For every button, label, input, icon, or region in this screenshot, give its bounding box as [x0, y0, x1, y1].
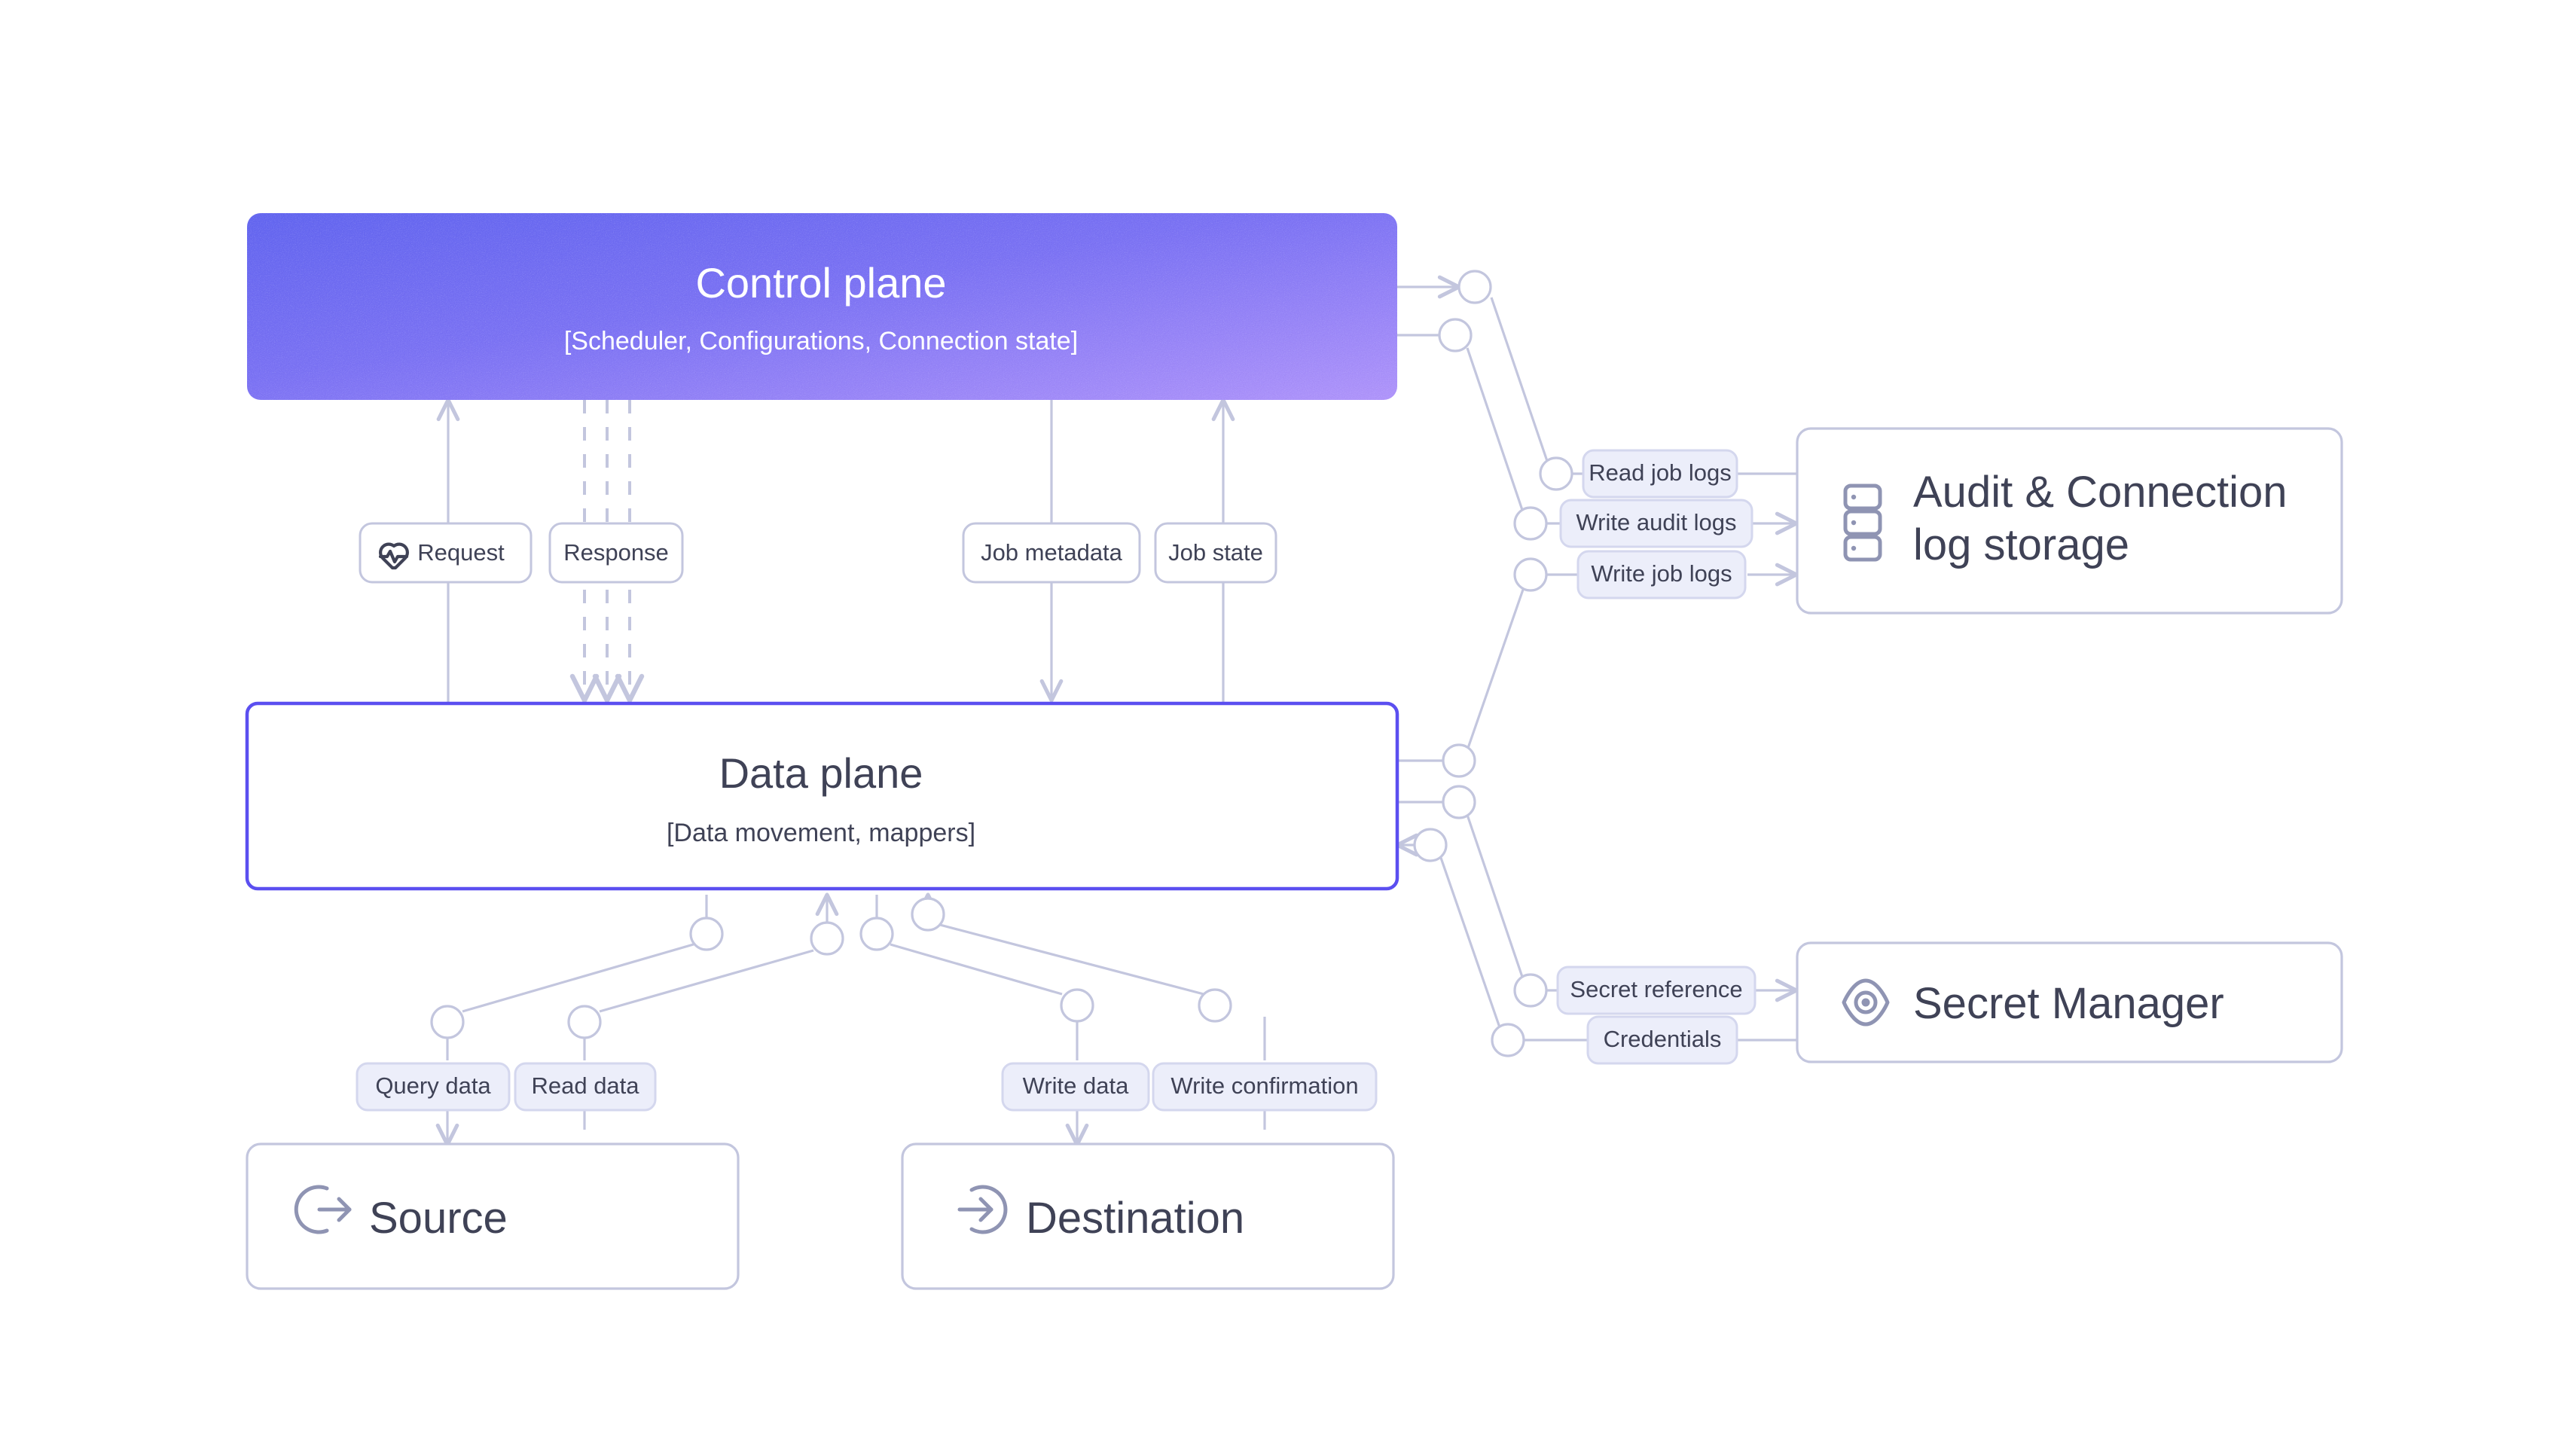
chip-read-job-logs-box — [1582, 449, 1738, 499]
source-box — [246, 1142, 740, 1290]
audit-log-storage-box — [1796, 427, 2343, 615]
joint-query-data — [430, 1005, 465, 1039]
chip-job-metadata[interactable]: Job metadata — [962, 522, 1141, 584]
node-source[interactable]: Source — [246, 1142, 740, 1290]
connector-joints — [430, 270, 1573, 1057]
data-plane-subtitle: [Data movement, mappers] — [667, 819, 975, 847]
chip-credentials-label: Credentials — [1604, 1026, 1722, 1052]
control-plane-title: Control plane — [695, 259, 946, 307]
audit-log-storage-title-line2: log storage — [1913, 520, 2129, 569]
chip-credentials[interactable]: Credentials — [1586, 1015, 1738, 1065]
chip-read-job-logs-label: Read job logs — [1589, 459, 1732, 486]
control-plane-subtitle: [Scheduler, Configurations, Connection s… — [564, 327, 1078, 355]
joint-write-data — [1060, 988, 1094, 1023]
node-control-plane[interactable]: Control plane [Scheduler, Configurations… — [247, 213, 1397, 400]
chip-write-data-box — [1001, 1062, 1150, 1112]
chip-read-data[interactable]: Read data — [514, 1062, 657, 1112]
chip-write-job-logs[interactable]: Write job logs — [1576, 550, 1747, 599]
chip-query-data[interactable]: Query data — [356, 1062, 511, 1112]
server-stack-icon — [1843, 484, 1882, 562]
secret-manager-title: Secret Manager — [1913, 979, 2224, 1028]
chip-credentials-box — [1586, 1015, 1738, 1065]
node-secret-manager[interactable]: Secret Manager — [1796, 941, 2343, 1063]
log-out-icon — [294, 1185, 352, 1234]
chip-request-box — [359, 522, 533, 584]
edge-read-job-logs — [1397, 275, 1587, 475]
joint-write-confirmation — [1198, 988, 1232, 1023]
joint-dp-credentials — [1413, 828, 1448, 862]
chip-secret-reference[interactable]: Secret reference — [1556, 966, 1757, 1015]
chip-job-state-label: Job state — [1168, 539, 1263, 566]
data-plane-title: Data plane — [719, 749, 923, 797]
edge-write-job-logs — [1397, 563, 1799, 762]
edge-credentials — [1395, 833, 1796, 1042]
chip-write-data-label: Write data — [1023, 1072, 1129, 1099]
chip-write-job-logs-label: Write job logs — [1591, 560, 1732, 587]
chip-response-label: Response — [563, 539, 669, 566]
chip-write-audit-logs-box — [1559, 499, 1753, 548]
data-plane-box — [245, 701, 1399, 891]
joint-write-confirmation-top — [911, 897, 945, 932]
chip-response[interactable]: Response — [548, 522, 684, 584]
chip-job-metadata-label: Job metadata — [981, 539, 1123, 566]
joint-write-audit-logs — [1513, 506, 1548, 541]
chip-response-box — [548, 522, 684, 584]
chip-job-state-box — [1154, 522, 1277, 584]
chip-write-job-logs-box — [1576, 550, 1747, 599]
chip-write-audit-logs-label: Write audit logs — [1576, 509, 1736, 535]
chip-query-data-label: Query data — [375, 1072, 491, 1099]
joint-read-data — [567, 1005, 602, 1039]
chip-secret-reference-label: Secret reference — [1570, 976, 1742, 1002]
heart-pulse-icon — [378, 542, 409, 570]
edge-write-confirmation — [916, 892, 1266, 1130]
secret-manager-box — [1796, 941, 2343, 1063]
eye-target-icon — [1842, 978, 1890, 1027]
joint-write-data-top — [859, 917, 894, 951]
joint-dp-write-job-logs — [1442, 743, 1476, 778]
destination-box — [901, 1142, 1395, 1290]
node-data-plane[interactable]: Data plane [Data movement, mappers] — [245, 701, 1399, 891]
chip-write-confirmation-label: Write confirmation — [1170, 1072, 1358, 1099]
control-plane-box — [247, 213, 1397, 400]
chip-read-job-logs[interactable]: Read job logs — [1582, 449, 1738, 499]
chip-secret-reference-box — [1556, 966, 1757, 1015]
joint-secret-reference — [1513, 973, 1548, 1008]
chip-read-data-box — [514, 1062, 657, 1112]
joint-read-job-logs — [1539, 456, 1573, 491]
chip-write-confirmation-box — [1152, 1062, 1378, 1112]
chip-write-data[interactable]: Write data — [1001, 1062, 1150, 1112]
edge-secret-reference — [1397, 801, 1799, 1002]
joint-query-data-top — [689, 917, 724, 951]
joint-credentials — [1491, 1023, 1525, 1057]
chip-job-metadata-box — [962, 522, 1141, 584]
chip-request-label: Request — [417, 539, 505, 566]
joint-read-job-logs-top — [1457, 270, 1492, 304]
chip-write-audit-logs[interactable]: Write audit logs — [1559, 499, 1753, 548]
node-destination[interactable]: Destination — [901, 1142, 1395, 1290]
edge-response — [569, 400, 645, 703]
joint-write-job-logs — [1513, 557, 1548, 592]
chip-write-confirmation[interactable]: Write confirmation — [1152, 1062, 1378, 1112]
log-in-icon — [957, 1185, 1008, 1234]
source-title: Source — [369, 1194, 508, 1243]
joint-dp-secret-reference — [1442, 785, 1476, 819]
node-audit-log-storage[interactable]: Audit & Connection log storage — [1796, 427, 2343, 615]
destination-title: Destination — [1026, 1194, 1244, 1243]
chip-job-state[interactable]: Job state — [1154, 522, 1277, 584]
chip-request[interactable]: Request — [359, 522, 533, 584]
joint-read-data-top — [810, 921, 844, 956]
chip-query-data-box — [356, 1062, 511, 1112]
audit-log-storage-title-line1: Audit & Connection — [1913, 468, 2288, 517]
joint-write-audit-logs-top — [1438, 318, 1473, 352]
chip-read-data-label: Read data — [531, 1072, 639, 1099]
